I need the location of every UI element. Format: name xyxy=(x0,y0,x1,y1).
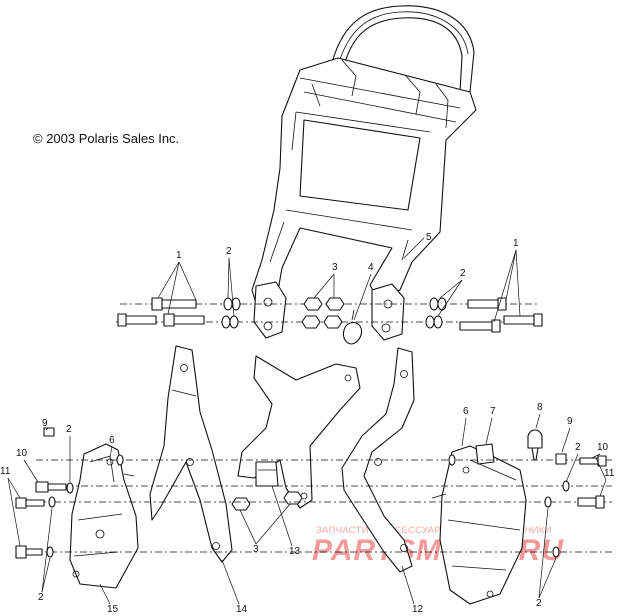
callout-8: 8 xyxy=(537,402,543,413)
callout-5: 5 xyxy=(426,232,432,243)
callout-4: 4 xyxy=(368,262,374,273)
callout-14: 14 xyxy=(236,604,248,615)
bolt-set-left xyxy=(117,297,205,327)
callout-3-upper: 3 xyxy=(332,262,338,273)
watermark-logo: PARTSMOTO.RU xyxy=(312,534,564,567)
callout-1-right: 1 xyxy=(513,238,519,249)
copyright-notice: © 2003 Polaris Sales Inc. xyxy=(33,131,180,146)
callout-2-mid-left: 2 xyxy=(66,424,72,435)
callout-2-lower-right: 2 xyxy=(536,598,542,609)
callout-11-right: 11 xyxy=(604,468,615,479)
frame-assembly xyxy=(251,5,477,341)
bolt-set-right xyxy=(459,297,543,333)
callout-1-left: 1 xyxy=(176,250,182,261)
callout-11-left: 11 xyxy=(0,466,11,477)
callout-10-right: 10 xyxy=(597,442,609,453)
callout-15: 15 xyxy=(107,604,119,615)
callout-2-lower-left: 2 xyxy=(38,592,44,603)
callout-2-upper-left: 2 xyxy=(226,246,232,257)
callout-9-left: 9 xyxy=(42,418,48,429)
nut-set-upper xyxy=(301,297,345,329)
callout-9-right: 9 xyxy=(567,416,573,427)
side-plate-right xyxy=(341,347,415,573)
leader-lines xyxy=(7,237,607,605)
callout-6-right: 6 xyxy=(463,406,469,417)
callout-3-lower: 3 xyxy=(253,544,259,555)
mount-bracket-right xyxy=(431,443,527,605)
callout-6-left: 6 xyxy=(109,435,115,446)
callout-7: 7 xyxy=(490,406,496,417)
side-plate-left xyxy=(149,345,233,563)
callout-labels: 1 1 2 2 2 2 2 2 3 3 4 5 6 6 7 8 9 9 10 1… xyxy=(0,232,615,615)
center-brace xyxy=(231,355,361,511)
upper-fastener-row xyxy=(116,297,543,345)
mount-bracket-left xyxy=(69,443,139,589)
callout-12: 12 xyxy=(412,604,424,615)
callout-2-mid-right: 2 xyxy=(575,442,581,453)
callout-13: 13 xyxy=(289,546,301,557)
callout-10-left: 10 xyxy=(16,448,28,459)
watermark-tagline: ЗАПЧАСТИ И АКСЕССУАРЫ ДЛЯ МОТОТЕХНИКИ xyxy=(316,525,552,536)
callout-2-upper-right: 2 xyxy=(460,268,466,279)
lower-fastener-rows xyxy=(15,427,612,559)
clip-part-4 xyxy=(342,309,363,345)
